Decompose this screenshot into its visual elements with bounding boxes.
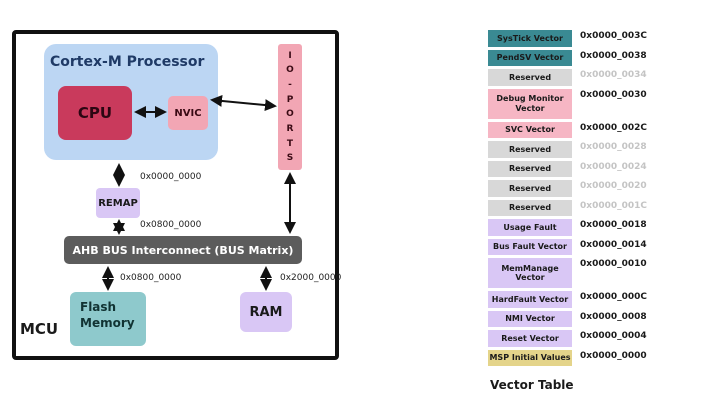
io-letter: O	[286, 109, 294, 120]
vector-table-row: SysTick Vector	[488, 30, 572, 50]
io-letter: -	[288, 79, 292, 90]
vector-table-address: 0x0000_0034	[580, 70, 647, 80]
vector-table-row: Reset Vector	[488, 330, 572, 350]
address-ahb-ram: 0x2000_0000	[280, 273, 342, 283]
vector-table-address: 0x0000_002C	[580, 122, 648, 133]
flash-line2: Memory	[80, 315, 135, 330]
io-letter: R	[286, 123, 294, 134]
vector-table-row: MSP Initial Values	[488, 349, 572, 369]
vector-table-address: 0x0000_0018	[580, 220, 647, 230]
io-letter: O	[286, 65, 294, 76]
vector-table-address: 0x0000_003C	[580, 31, 648, 41]
vector-table-row: Reserved	[488, 180, 572, 200]
mcu-frame	[12, 30, 339, 360]
io-letter: I	[288, 50, 292, 61]
vector-table-row: HardFault Vector	[488, 291, 572, 311]
vector-table-address: 0x0000_001C	[580, 200, 648, 211]
arrow-nvic-ioports	[210, 94, 277, 112]
vector-table-row: Reserved	[488, 141, 572, 161]
ahb-bus-matrix: AHB BUS Interconnect (BUS Matrix)	[64, 236, 302, 264]
flash-line1: Flash	[80, 300, 117, 314]
vector-table-address: 0x0000_0014	[580, 239, 647, 250]
io-ports-block: I O - P O R T S	[278, 44, 302, 170]
vector-table-title: Vector Table	[490, 378, 574, 392]
vector-table-address: 0x0000_0008	[580, 311, 647, 322]
vector-table-row: Reserved	[488, 199, 572, 219]
io-letter: P	[286, 94, 294, 105]
vector-table-address: 0x0000_0024	[580, 161, 647, 172]
io-letter: S	[286, 153, 294, 164]
vector-table-address: 0x0000_0020	[580, 181, 647, 191]
vector-table-address: 0x0000_0038	[580, 50, 647, 61]
address-ahb-flash: 0x0800_0000	[120, 273, 182, 283]
address-cpu-remap: 0x0000_0000	[140, 172, 202, 182]
vector-table-row: SVC Vector	[488, 121, 572, 141]
address-remap-ahb: 0x0800_0000	[140, 220, 202, 230]
flash-memory-block: Flash Memory	[70, 292, 146, 346]
io-letter: T	[286, 138, 294, 149]
vector-table-row: Debug Monitor Vector	[488, 88, 572, 122]
nvic-block: NVIC	[168, 96, 208, 130]
ram-block: RAM	[240, 292, 292, 332]
vector-table-address: 0x0000_0004	[580, 331, 647, 341]
vector-table-address: 0x0000_0030	[580, 89, 647, 100]
vector-table-row: Bus Fault Vector	[488, 238, 572, 258]
vector-table-address: 0x0000_000C	[580, 292, 648, 302]
vector-table-address: 0x0000_0010	[580, 259, 647, 269]
vector-table-row: Usage Fault	[488, 219, 572, 239]
vector-table-row: MemManage Vector	[488, 258, 572, 291]
vector-table-address: 0x0000_0000	[580, 350, 647, 361]
vector-table-address: 0x0000_0028	[580, 142, 647, 152]
cortex-title: Cortex-M Processor	[50, 54, 205, 70]
remap-block: REMAP	[96, 188, 140, 218]
vector-table-row: PendSV Vector	[488, 49, 572, 69]
vector-table-row: Reserved	[488, 69, 572, 89]
vector-table-row: NMI Vector	[488, 310, 572, 330]
mcu-label: MCU	[20, 320, 59, 338]
cpu-block: CPU	[58, 86, 132, 140]
vector-table-row: Reserved	[488, 160, 572, 180]
